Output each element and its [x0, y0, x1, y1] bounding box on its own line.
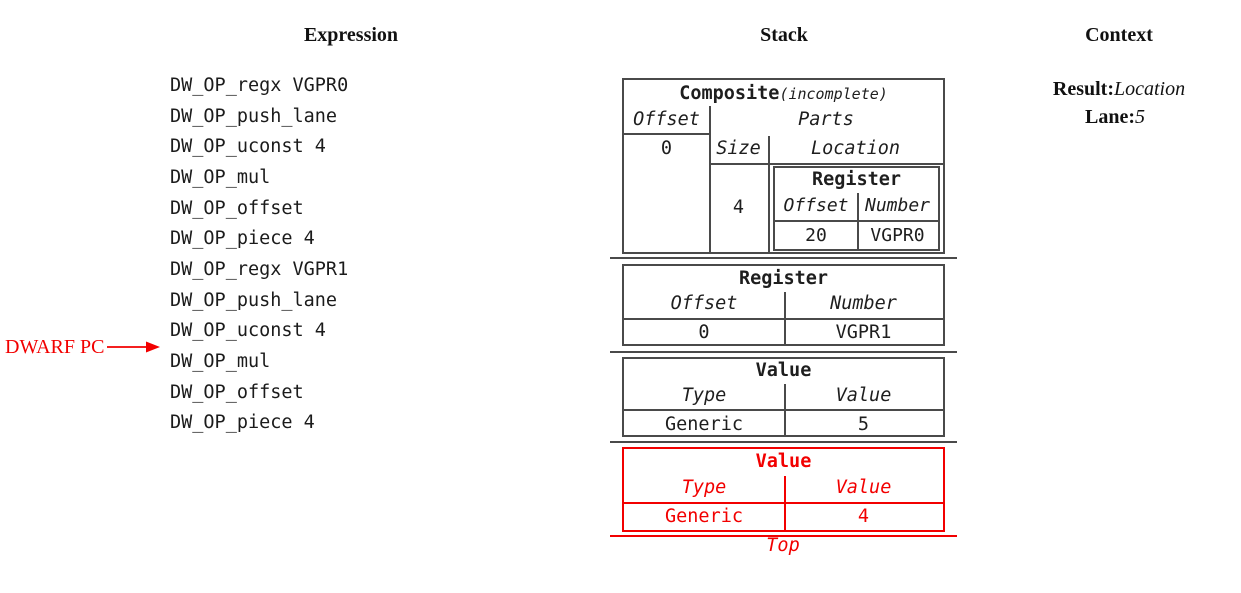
part-register-number-value: VGPR0	[870, 225, 925, 246]
stack-entry-register: Register Offset Number 0 VGPR1	[622, 264, 945, 346]
value-type-value: Generic	[665, 414, 743, 435]
expression-op: DW_OP_mul	[170, 350, 271, 372]
stack-top-label: Top	[766, 535, 800, 556]
expression-op: DW_OP_regx VGPR1	[170, 258, 349, 280]
expression-op: DW_OP_push_lane	[170, 105, 338, 127]
stack-separator-3	[610, 441, 957, 443]
register-number-header: Number	[830, 293, 897, 314]
composite-offset-rule	[624, 133, 709, 135]
part-register-number-header: Number	[864, 195, 931, 216]
stack-entry-value-top: Value Type Value Generic 4	[622, 447, 945, 532]
top-value-rule	[624, 502, 943, 504]
composite-size-value: 4	[732, 197, 745, 218]
composite-offset-parts-divider	[709, 106, 711, 252]
register-offset-value: 0	[698, 322, 710, 343]
expression-op: DW_OP_uconst 4	[170, 320, 326, 342]
context-lane-value: 5	[1135, 106, 1145, 128]
expression-op: DW_OP_mul	[170, 166, 271, 188]
composite-parts-header: Parts	[798, 109, 854, 130]
context-column-header: Context	[1085, 24, 1153, 46]
stack-separator-1	[610, 257, 957, 259]
composite-part-register-box: Register Offset Number 20 VGPR0	[773, 166, 940, 251]
value-rule	[624, 409, 943, 411]
register-number-value: VGPR1	[835, 322, 892, 343]
composite-title: Composite(incomplete)	[624, 83, 943, 105]
expression-op: DW_OP_offset	[170, 381, 304, 403]
part-register-rule	[775, 220, 938, 222]
top-value-value-value: 4	[857, 506, 870, 527]
value-value-value: 5	[857, 414, 870, 435]
top-value-title: Value	[624, 451, 943, 473]
composite-offset-value: 0	[660, 138, 673, 159]
expression-op: DW_OP_offset	[170, 197, 304, 219]
composite-incomplete-tag: (incomplete)	[779, 85, 888, 103]
stack-entry-composite: Composite(incomplete) Offset Parts 0 Siz…	[622, 78, 945, 254]
part-register-offset-header: Offset	[783, 195, 849, 216]
stack-column-header: Stack	[760, 24, 808, 46]
composite-parts-rule	[709, 163, 943, 165]
context-result-label: Result:	[1052, 78, 1114, 100]
context-result-value: Location	[1113, 78, 1186, 100]
register-rule	[624, 318, 943, 320]
dwarf-pc-arrow-icon	[107, 341, 160, 353]
expression-op: DW_OP_piece 4	[170, 228, 315, 250]
part-register-title-text: Register	[811, 169, 902, 190]
value-type-header: Type	[681, 385, 727, 406]
register-title: Register	[624, 268, 943, 290]
expression-op: DW_OP_uconst 4	[170, 136, 326, 158]
composite-size-location-divider	[768, 136, 770, 252]
top-value-type-value: Generic	[665, 506, 743, 527]
expression-op: DW_OP_piece 4	[170, 412, 315, 434]
context-lane-line: Lane:5	[1085, 106, 1145, 128]
composite-location-header: Location	[810, 138, 901, 159]
value-value-header: Value	[835, 385, 892, 406]
part-register-title: Register	[775, 169, 938, 191]
expression-op: DW_OP_regx VGPR0	[170, 75, 349, 96]
register-title-text: Register	[738, 268, 829, 289]
context-result-line: Result:Location	[1053, 78, 1185, 100]
register-offset-header: Offset	[670, 293, 738, 314]
top-value-value-header: Value	[835, 477, 892, 498]
part-register-offset-value: 20	[805, 225, 827, 246]
stack-entry-value: Value Type Value Generic 5	[622, 357, 945, 437]
context-lane-label: Lane:	[1085, 106, 1135, 128]
composite-title-text: Composite	[679, 83, 780, 104]
value-title: Value	[624, 360, 943, 382]
top-value-title-text: Value	[755, 451, 812, 472]
composite-offset-header: Offset	[633, 109, 700, 130]
expression-column-header: Expression	[303, 24, 399, 46]
value-title-text: Value	[755, 360, 812, 381]
top-value-type-header: Type	[681, 477, 727, 498]
expression-op: DW_OP_push_lane	[170, 289, 338, 311]
stack-separator-2	[610, 351, 957, 353]
composite-size-header: Size	[716, 138, 761, 159]
stack-top-separator	[610, 535, 957, 537]
dwarf-pc-label: DWARF PC	[5, 336, 105, 358]
